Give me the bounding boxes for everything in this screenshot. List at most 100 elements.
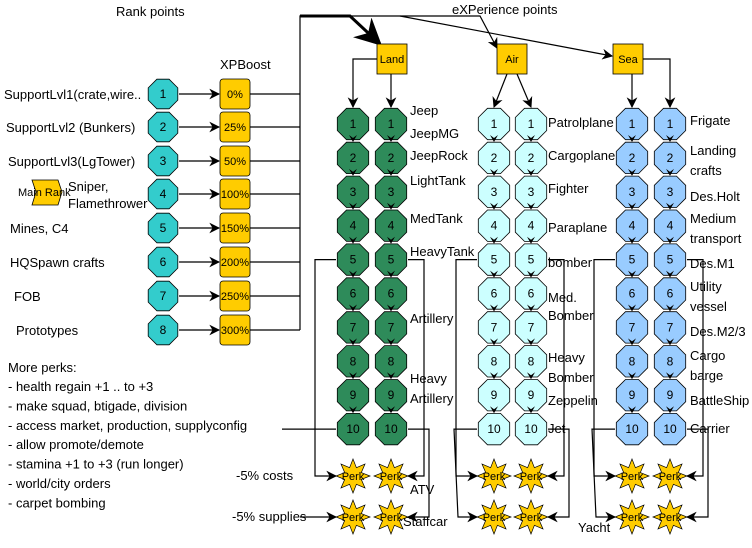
perk-star-icon[interactable] <box>335 458 371 494</box>
level-octagon[interactable] <box>514 277 548 310</box>
level-node-3[interactable]: 3 <box>477 175 511 210</box>
perk-star-icon[interactable] <box>476 458 512 494</box>
level-node-3[interactable]: 3 <box>374 175 408 210</box>
level-octagon[interactable] <box>615 277 649 310</box>
level-octagon[interactable] <box>374 412 408 446</box>
perk-badge[interactable]: Perk <box>476 458 512 494</box>
level-octagon[interactable] <box>653 345 687 378</box>
level-octagon[interactable] <box>514 141 548 175</box>
perk-badge[interactable]: Perk <box>513 458 549 494</box>
level-octagon[interactable] <box>615 311 649 344</box>
level-node-7[interactable]: 7 <box>653 311 687 346</box>
level-octagon[interactable] <box>615 107 649 141</box>
level-node-7[interactable]: 7 <box>477 311 511 346</box>
level-node-10[interactable]: 10 <box>374 412 408 446</box>
level-node-9[interactable]: 9 <box>615 379 649 414</box>
level-octagon[interactable] <box>653 141 687 175</box>
perk-badge[interactable]: Perk <box>513 499 549 535</box>
level-octagon[interactable] <box>514 209 548 242</box>
level-node-3[interactable]: 3 <box>514 175 548 210</box>
level-node-7[interactable]: 7 <box>615 311 649 346</box>
perk-badge[interactable]: Perk <box>335 499 371 535</box>
level-node-6[interactable]: 6 <box>514 277 548 312</box>
level-octagon[interactable] <box>477 311 511 344</box>
level-octagon[interactable] <box>653 311 687 344</box>
level-node-2[interactable]: 2 <box>615 141 649 176</box>
level-octagon[interactable] <box>514 175 548 208</box>
level-octagon[interactable] <box>615 379 649 412</box>
level-octagon[interactable] <box>477 345 511 378</box>
level-octagon[interactable] <box>514 311 548 344</box>
level-octagon[interactable] <box>514 379 548 412</box>
level-octagon[interactable] <box>477 412 511 446</box>
level-node-6[interactable]: 6 <box>336 277 370 312</box>
level-octagon[interactable] <box>336 412 370 446</box>
perk-star-icon[interactable] <box>652 499 688 535</box>
level-node-4[interactable]: 4 <box>477 209 511 244</box>
level-node-4[interactable]: 4 <box>514 209 548 244</box>
level-node-1[interactable]: 1 <box>615 107 649 142</box>
level-node-5[interactable]: 5 <box>477 243 511 278</box>
level-octagon[interactable] <box>653 379 687 412</box>
level-octagon[interactable] <box>653 412 687 446</box>
perk-badge[interactable]: Perk <box>652 499 688 535</box>
level-octagon[interactable] <box>615 345 649 378</box>
level-octagon[interactable] <box>374 209 408 242</box>
level-node-10[interactable]: 10 <box>336 412 370 446</box>
level-node-7[interactable]: 7 <box>514 311 548 346</box>
level-node-10[interactable]: 10 <box>653 412 687 446</box>
level-octagon[interactable] <box>514 345 548 378</box>
level-node-8[interactable]: 8 <box>477 345 511 380</box>
level-node-10[interactable]: 10 <box>615 412 649 446</box>
perk-star-icon[interactable] <box>335 499 371 535</box>
level-octagon[interactable] <box>374 141 408 175</box>
level-node-4[interactable]: 4 <box>653 209 687 244</box>
perk-star-icon[interactable] <box>614 499 650 535</box>
level-node-2[interactable]: 2 <box>514 141 548 176</box>
level-node-6[interactable]: 6 <box>477 277 511 312</box>
perk-star-icon[interactable] <box>476 499 512 535</box>
level-octagon[interactable] <box>653 277 687 310</box>
level-node-8[interactable]: 8 <box>374 345 408 380</box>
level-node-1[interactable]: 1 <box>336 107 370 142</box>
level-octagon[interactable] <box>374 175 408 208</box>
perk-star-icon[interactable] <box>513 499 549 535</box>
perk-star-icon[interactable] <box>614 458 650 494</box>
perk-star-icon[interactable] <box>373 499 409 535</box>
level-octagon[interactable] <box>477 277 511 310</box>
level-octagon[interactable] <box>615 175 649 208</box>
level-octagon[interactable] <box>336 107 370 141</box>
perk-star-icon[interactable] <box>652 458 688 494</box>
level-node-4[interactable]: 4 <box>336 209 370 244</box>
category-box[interactable] <box>376 43 408 75</box>
level-node-9[interactable]: 9 <box>336 379 370 414</box>
level-node-7[interactable]: 7 <box>374 311 408 346</box>
level-octagon[interactable] <box>615 209 649 242</box>
perk-badge[interactable]: Perk <box>614 499 650 535</box>
level-node-2[interactable]: 2 <box>477 141 511 176</box>
level-node-6[interactable]: 6 <box>615 277 649 312</box>
level-octagon[interactable] <box>336 141 370 175</box>
level-octagon[interactable] <box>374 311 408 344</box>
level-node-9[interactable]: 9 <box>514 379 548 414</box>
level-octagon[interactable] <box>477 209 511 242</box>
level-node-2[interactable]: 2 <box>336 141 370 176</box>
level-octagon[interactable] <box>336 345 370 378</box>
level-node-5[interactable]: 5 <box>653 243 687 278</box>
level-octagon[interactable] <box>615 243 649 276</box>
level-node-6[interactable]: 6 <box>653 277 687 312</box>
category-box[interactable] <box>612 43 644 75</box>
level-octagon[interactable] <box>477 107 511 141</box>
level-octagon[interactable] <box>374 277 408 310</box>
level-octagon[interactable] <box>374 379 408 412</box>
level-node-6[interactable]: 6 <box>374 277 408 312</box>
level-node-4[interactable]: 4 <box>374 209 408 244</box>
level-octagon[interactable] <box>653 175 687 208</box>
level-node-7[interactable]: 7 <box>336 311 370 346</box>
level-node-8[interactable]: 8 <box>615 345 649 380</box>
perk-star-icon[interactable] <box>513 458 549 494</box>
level-node-5[interactable]: 5 <box>374 243 408 278</box>
level-node-10[interactable]: 10 <box>514 412 548 446</box>
level-node-2[interactable]: 2 <box>653 141 687 176</box>
level-node-3[interactable]: 3 <box>615 175 649 210</box>
